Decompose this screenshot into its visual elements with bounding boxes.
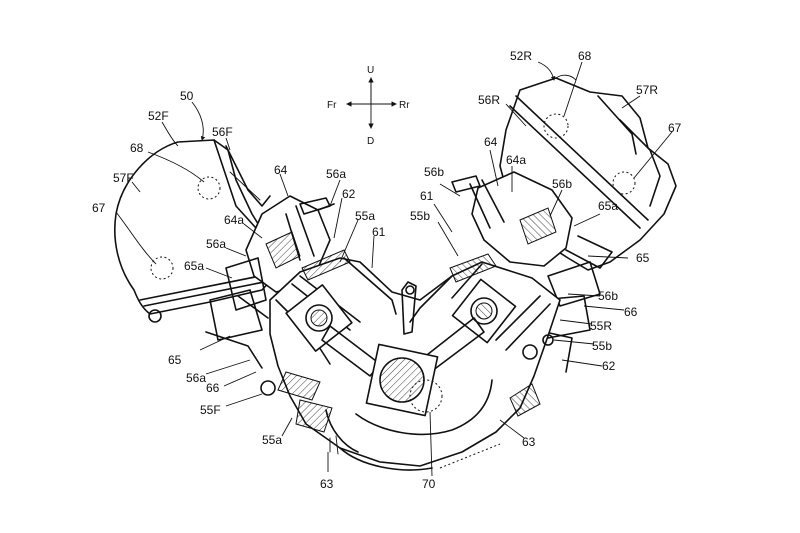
label-65-rear: 65 [636, 251, 650, 265]
label-64a-rear: 64a [506, 153, 526, 167]
label-62-top: 62 [342, 187, 356, 201]
label-55F: 55F [200, 403, 221, 417]
label-56a-mid: 56a [206, 237, 226, 251]
reference-labels: 50 52F 56F 68 57F 67 64 56a 62 55a 61 64… [92, 49, 682, 491]
dir-front-label: Fr [327, 100, 337, 111]
label-68-front: 68 [130, 141, 144, 155]
label-61-rear: 61 [420, 189, 434, 203]
label-61-front: 61 [372, 225, 386, 239]
front-cam-circle-68 [197, 176, 221, 200]
dir-rear-label: Rr [399, 100, 410, 111]
orientation-indicator: U D Fr Rr [327, 65, 410, 147]
label-55R: 55R [590, 319, 612, 333]
label-65-front: 65 [168, 353, 182, 367]
leader-lines [115, 61, 673, 477]
dir-down-label: D [367, 136, 374, 147]
label-56b-low: 56b [598, 289, 618, 303]
label-70: 70 [422, 477, 436, 491]
label-55a-bottom: 55a [262, 433, 282, 447]
label-67-rear: 67 [668, 121, 682, 135]
label-52F: 52F [148, 109, 169, 123]
label-52R: 52R [510, 49, 532, 63]
label-67-front: 67 [92, 201, 106, 215]
rear-cam-circle-67 [612, 171, 636, 195]
label-65a-rear: 65a [598, 199, 618, 213]
label-63-front: 63 [320, 477, 334, 491]
label-64a-front: 64a [224, 213, 244, 227]
label-64-rear: 64 [484, 135, 498, 149]
label-56R: 56R [478, 93, 500, 107]
rear-cam-circle-68 [543, 113, 569, 139]
label-68-rear: 68 [578, 49, 592, 63]
label-62-rear: 62 [602, 359, 616, 373]
label-56b-top: 56b [424, 165, 444, 179]
dir-up-label: U [367, 65, 374, 76]
label-65a-front: 65a [184, 259, 204, 273]
label-64-front: 64 [274, 163, 288, 177]
label-56a-low: 56a [186, 371, 206, 385]
front-cam-circle-67 [150, 256, 174, 280]
label-50: 50 [180, 89, 194, 103]
label-63-rear: 63 [522, 435, 536, 449]
label-66-front: 66 [206, 381, 220, 395]
label-55a-top: 55a [355, 209, 375, 223]
label-55b-low: 55b [592, 339, 612, 353]
front-cylinder-head-cover [114, 139, 285, 323]
label-57R: 57R [636, 83, 658, 97]
label-56a-top: 56a [326, 167, 346, 181]
label-66-rear: 66 [624, 305, 638, 319]
label-56b-right: 56b [552, 177, 572, 191]
label-57F: 57F [113, 171, 134, 185]
label-56F: 56F [212, 125, 233, 139]
crankshaft-circle-70 [409, 379, 443, 413]
cylinder-block-crankcase [260, 249, 561, 471]
label-55b-top: 55b [410, 209, 430, 223]
